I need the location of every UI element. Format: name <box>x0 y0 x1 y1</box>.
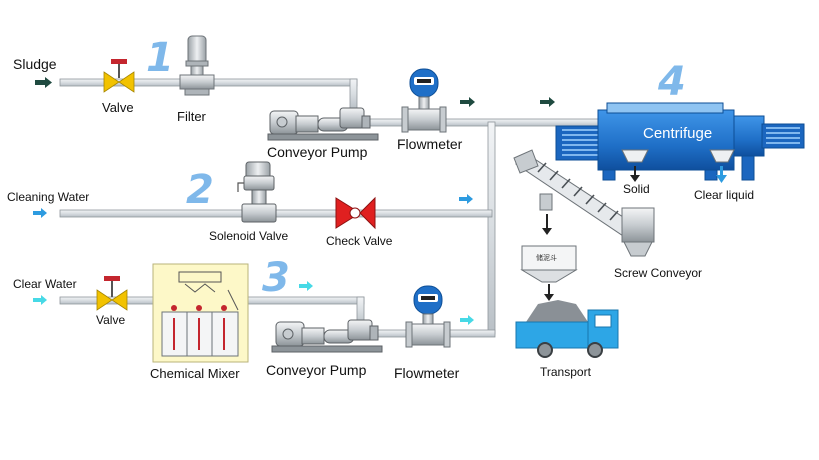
screw-conveyor-label: Screw Conveyor <box>614 266 703 280</box>
step-number-2: 2 <box>186 167 214 213</box>
sludge-label: Sludge <box>13 56 57 72</box>
conveyor-pump-bottom-label: Conveyor Pump <box>266 362 367 378</box>
cleaning-water-label: Cleaning Water <box>7 190 90 204</box>
screw-conveyor-icon <box>513 149 655 257</box>
arrow-blue-icon <box>33 194 473 218</box>
flowmeter-top-icon <box>401 68 447 133</box>
flowmeter-bottom-icon <box>405 285 451 348</box>
solenoid-valve-icon <box>237 161 277 223</box>
step-number-4: 4 <box>658 59 686 105</box>
arrow-cyan-icon <box>33 281 474 325</box>
clear-liquid-arrow-icon <box>716 166 727 183</box>
hopper-icon <box>520 245 578 283</box>
flowmeter-top-label: Flowmeter <box>397 136 463 152</box>
centrifuge-icon <box>555 102 805 181</box>
flow-arrows <box>33 77 555 325</box>
hopper-down-arrow-icon <box>544 284 554 301</box>
transport-label: Transport <box>540 365 591 379</box>
conveyor-pump-top-icon <box>267 107 379 141</box>
valve-top-icon <box>103 59 135 93</box>
valve-bottom-label: Valve <box>96 313 126 327</box>
trunk-pipe <box>487 121 496 335</box>
flowmeter-bottom-label: Flowmeter <box>394 365 460 381</box>
sludge-riser <box>349 78 358 110</box>
conveyor-pump-top-label: Conveyor Pump <box>267 144 368 160</box>
hopper-label: 储泥斗 <box>536 254 557 262</box>
clear-water-label: Clear Water <box>13 277 77 291</box>
conveyor-pump-bottom-icon <box>271 319 383 353</box>
screw-down-arrow-icon <box>542 214 552 235</box>
truck-icon <box>515 300 619 358</box>
chemical-mixer-label: Chemical Mixer <box>150 366 240 381</box>
check-valve-icon <box>335 196 376 230</box>
filter-icon <box>179 35 215 96</box>
solid-arrow-icon <box>630 166 640 182</box>
centrifuge-label: Centrifuge <box>643 125 713 142</box>
step-number-1: 1 <box>146 35 174 81</box>
valve-top-label: Valve <box>102 100 134 115</box>
arrow-dark-icon <box>35 77 555 107</box>
filter-label: Filter <box>177 109 206 124</box>
step-number-3: 3 <box>262 255 290 301</box>
solid-label: Solid <box>623 182 650 196</box>
chemical-mixer-icon <box>152 263 249 363</box>
solenoid-valve-label: Solenoid Valve <box>209 229 289 243</box>
clear-liquid-label: Clear liquid <box>694 188 755 202</box>
valve-bottom-icon <box>96 276 128 311</box>
check-valve-label: Check Valve <box>326 234 393 248</box>
